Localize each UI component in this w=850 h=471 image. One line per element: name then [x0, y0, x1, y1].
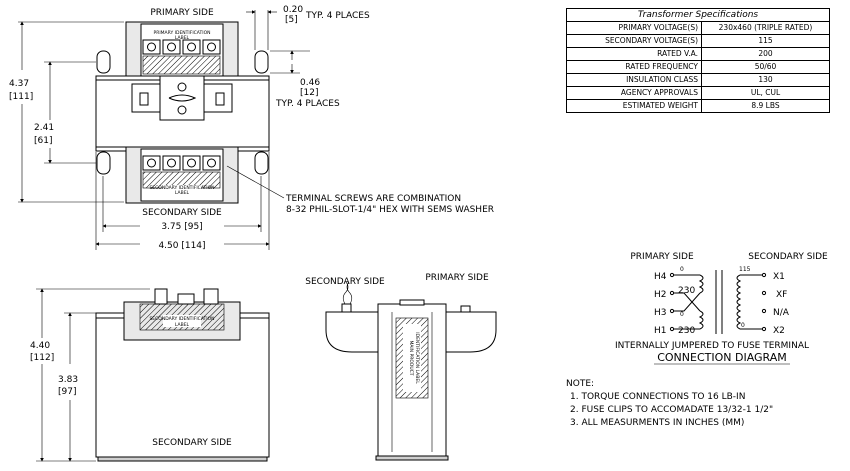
dim-mount-v-mm: [61]: [34, 136, 52, 146]
spec-row: PRIMARY VOLTAGE(S)230x460 (TRIPLE RATED): [566, 21, 830, 35]
spec-title-row: Transformer Specifications: [566, 8, 830, 22]
terminal-h4: H4: [654, 272, 667, 282]
spec-value: 200: [701, 47, 830, 61]
terminal-h3: H3: [654, 308, 667, 318]
dim-mount-v: 2.41: [34, 123, 54, 133]
spec-row: SECONDARY VOLTAGE(S)115: [566, 34, 830, 48]
notes-heading: NOTE:: [566, 379, 594, 389]
end-secondary-side-label: SECONDARY SIDE: [305, 277, 385, 287]
voltage-h4: 0: [680, 266, 684, 273]
terminal-na: N/A: [773, 308, 790, 318]
side-dim-height-mm: [112]: [30, 353, 54, 363]
spec-value: 230x460 (TRIPLE RATED): [701, 21, 830, 35]
voltage-h2: 230: [678, 286, 695, 296]
dim-slot-width: 0.20: [283, 5, 303, 15]
side-dim-height: 4.40: [30, 341, 50, 351]
dim-slot-note: TYP. 4 PLACES: [305, 11, 370, 21]
dim-slot-height-note: TYP. 4 PLACES: [275, 99, 340, 109]
spec-value: 50/60: [701, 60, 830, 74]
spec-label: ESTIMATED WEIGHT: [566, 99, 702, 113]
product-label-line1: MAIN PRODUCT: [408, 340, 414, 375]
product-label-line2: IDENTIFICATION LABEL: [414, 332, 420, 384]
dim-height-mm: [111]: [9, 92, 33, 102]
conn-primary-side: PRIMARY SIDE: [630, 252, 694, 262]
voltage-h1: 230: [678, 326, 695, 336]
dim-slot-height-mm: [12]: [300, 88, 318, 98]
dim-mount-h: 3.75 [95]: [161, 222, 202, 232]
voltage-h3: 0: [680, 311, 684, 318]
notes: NOTE: 1. TORQUE CONNECTIONS TO 16 LB-IN …: [566, 379, 773, 428]
terminal-note-2: 8-32 PHIL-SLOT-1/4" HEX WITH SEMS WASHER: [286, 205, 494, 215]
side-view: SECONDARY IDENTIFICATION LABEL SECONDARY…: [30, 288, 270, 462]
dim-height: 4.37: [9, 79, 29, 89]
terminal-h1: H1: [654, 326, 667, 336]
primary-label-line1: PRIMARY IDENTIFICATION: [154, 30, 211, 36]
dim-slot-width-mm: [5]: [285, 15, 298, 25]
dim-slot-height: 0.46: [300, 78, 320, 88]
side-dim-body: 3.83: [58, 375, 78, 385]
voltage-x2: 0: [741, 322, 745, 329]
spec-label: AGENCY APPROVALS: [566, 86, 702, 100]
terminal-h2: H2: [654, 290, 667, 300]
primary-label-line2: LABEL: [175, 35, 190, 41]
secondary-label-line1: SECONDARY IDENTIFICATION: [149, 185, 214, 191]
terminal-note-1: TERMINAL SCREWS ARE COMBINATION: [285, 194, 461, 204]
end-primary-side-label: PRIMARY SIDE: [425, 273, 489, 283]
note-3: 3. ALL MEASURMENTS IN INCHES (MM): [570, 418, 744, 428]
terminal-x1: X1: [773, 272, 785, 282]
terminal-xf: XF: [776, 290, 787, 300]
spec-row: RATED V.A.200: [566, 47, 830, 61]
note-1: 1. TORQUE CONNECTIONS TO 16 LB-IN: [570, 392, 745, 402]
front-secondary-side-label: SECONDARY SIDE: [142, 208, 222, 218]
spec-label: RATED FREQUENCY: [566, 60, 702, 74]
spec-value: 130: [701, 73, 830, 87]
spec-label: PRIMARY VOLTAGE(S): [566, 21, 702, 35]
voltage-x1: 115: [739, 266, 751, 273]
secondary-label-line2: LABEL: [175, 190, 190, 196]
primary-terminals: [142, 39, 221, 75]
spec-value: 115: [701, 34, 830, 48]
side-secondary-side-label: SECONDARY SIDE: [152, 438, 232, 448]
end-view: MAIN PRODUCT IDENTIFICATION LABEL SECOND…: [305, 273, 497, 461]
dim-width: 4.50 [114]: [158, 241, 205, 251]
spec-label: INSULATION CLASS: [566, 73, 702, 87]
note-2: 2. FUSE CLIPS TO ACCOMADATE 13/32-1 1/2": [570, 405, 773, 415]
spec-title: Transformer Specifications: [566, 8, 830, 22]
connection-title: CONNECTION DIAGRAM: [657, 351, 787, 364]
spec-value: 8.9 LBS: [701, 99, 830, 113]
terminal-x2: X2: [773, 326, 785, 336]
conn-secondary-side: SECONDARY SIDE: [748, 252, 828, 262]
secondary-terminals: [142, 155, 221, 189]
jumper-note: INTERNALLY JUMPERED TO FUSE TERMINAL: [615, 341, 809, 351]
spec-label: RATED V.A.: [566, 47, 702, 61]
spec-table: Transformer Specifications PRIMARY VOLTA…: [566, 8, 830, 113]
spec-value: UL, CUL: [701, 86, 830, 100]
spec-label: SECONDARY VOLTAGE(S): [566, 34, 702, 48]
side-label-line2: LABEL: [175, 322, 190, 328]
side-label-line1: SECONDARY IDENTIFICATION: [149, 316, 214, 322]
side-dim-body-mm: [97]: [58, 387, 76, 397]
connection-diagram: PRIMARY SIDE SECONDARY SIDE H4 H2 H3 H1 …: [615, 252, 828, 365]
front-primary-side-label: PRIMARY SIDE: [150, 8, 214, 18]
front-view: PRIMARY IDENTIFICATION LABEL SECONDARY I: [9, 5, 494, 251]
